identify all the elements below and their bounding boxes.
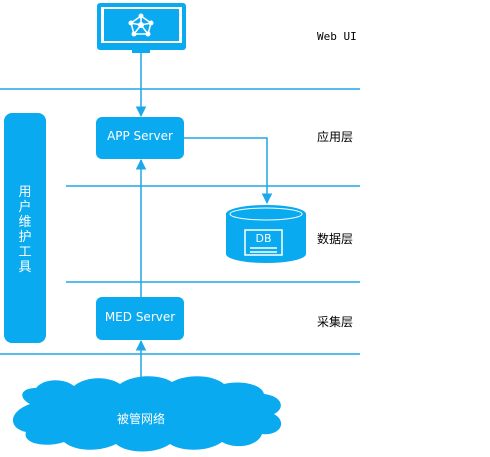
managed-network-cloud — [12, 376, 282, 452]
med-server-label: MED Server — [104, 310, 176, 324]
monitor-network-icon — [97, 3, 186, 53]
arrow-app-to-db — [184, 137, 273, 205]
db-label: DB — [255, 232, 272, 245]
app-server-label: APP Server — [107, 129, 173, 143]
user-tool-label: 用户维护工具 — [18, 185, 32, 275]
managed-network-label: 被管网络 — [116, 412, 165, 426]
user-tool-bar — [4, 113, 46, 343]
med-server-box — [96, 297, 184, 340]
layer-label-collect: 采集层 — [317, 315, 354, 329]
database-icon — [226, 205, 306, 263]
layer-label-data: 数据层 — [317, 232, 354, 246]
layer-label-app: 应用层 — [317, 130, 354, 144]
app-server-box — [96, 117, 184, 159]
layer-label-web-ui: Web UI — [317, 30, 357, 43]
